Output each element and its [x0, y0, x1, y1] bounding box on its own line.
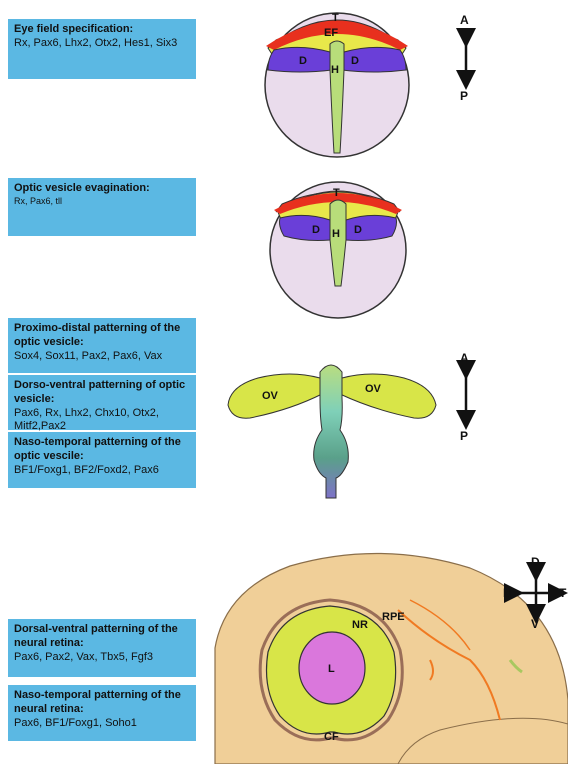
label-ov-left: OV — [262, 390, 279, 402]
temporal-label: T — [559, 586, 567, 600]
dorsal-label: D — [531, 555, 540, 569]
anterior-label: A — [460, 13, 469, 27]
label-h: H — [331, 64, 339, 76]
label-h: H — [332, 228, 340, 240]
label-t: T — [333, 187, 340, 199]
ap-axis-arrow-middle: A P — [460, 351, 469, 443]
ap-axis-arrow-top: A P — [460, 13, 469, 103]
label-d-left: D — [312, 224, 320, 236]
label-ov-right: OV — [365, 383, 382, 395]
posterior-label: P — [460, 89, 468, 103]
label-nr: NR — [352, 619, 368, 631]
diencephalon-left — [280, 215, 331, 240]
label-rpe: RPE — [382, 611, 405, 623]
ventral-label: V — [531, 617, 539, 631]
posterior-label: P — [460, 429, 468, 443]
label-d-right: D — [354, 224, 362, 236]
optic-cup-stage: NR RPE L CF — [215, 553, 568, 764]
label-t: T — [332, 12, 339, 24]
label-d-left: D — [299, 55, 307, 67]
eye-field-stage: T EF D D H — [265, 12, 409, 157]
label-ef: EF — [324, 27, 338, 39]
label-d-right: D — [351, 55, 359, 67]
optic-vesicle-right — [340, 374, 436, 418]
optic-vesicle-stage: OV OV — [228, 365, 436, 498]
anterior-label: A — [460, 351, 469, 365]
label-l: L — [328, 663, 335, 675]
nasal-label: N — [503, 586, 512, 600]
label-cf: CF — [324, 731, 339, 743]
evagination-stage: T D D H — [270, 182, 406, 318]
